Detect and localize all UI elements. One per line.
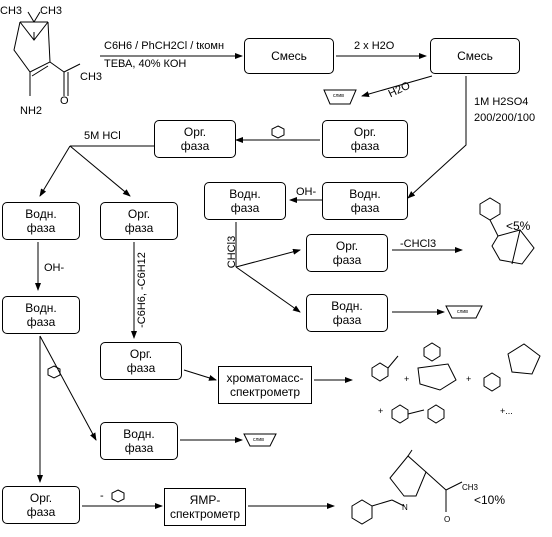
start-methyl-2: CH3 xyxy=(40,5,62,17)
org-phase-box-4: Орг.фаза xyxy=(100,202,178,240)
reagent-hydroxide-top: OH- xyxy=(296,186,317,198)
reagent-acid-5m: 5M HCl xyxy=(84,130,121,142)
aq-phase-box-6: Водн.фаза xyxy=(100,422,178,460)
arrow-split5m-to-aq4 xyxy=(39,145,71,197)
minor-product-yield: <5% xyxy=(506,219,531,233)
benzene-hexagon-icon xyxy=(111,489,125,503)
starting-material-structure xyxy=(13,11,81,96)
aq-phase-box-5: Водн.фаза xyxy=(2,296,80,334)
final-product-structure xyxy=(351,449,463,525)
reagent-step1-line1: C6H6 / PhCH2Cl / tкомн xyxy=(104,40,225,52)
arrow-aq5-to-aq6 xyxy=(39,335,97,441)
waste-label: слив xyxy=(457,309,468,315)
waste-dish-icon xyxy=(243,433,277,447)
org-phase-box-1: Орг.фаза xyxy=(322,120,408,158)
waste-label: слив xyxy=(333,93,344,99)
mixture-box-1: Смесь xyxy=(244,38,334,74)
arrow-split5m-to-org4 xyxy=(69,145,131,197)
chromatomass-products-structures xyxy=(371,342,541,424)
reagent-minus-chloroform: -CHCl3 xyxy=(400,238,437,250)
reagent-step1-line2: ТЕВА, 40% КОН xyxy=(104,58,187,70)
arrow-org5-to-chromato xyxy=(183,369,217,381)
aq-phase-box-2: Водн.фаза xyxy=(204,182,286,220)
org-phase-box-2: Орг.фаза xyxy=(154,120,236,158)
reagent-acid-volumes: 200/200/100 xyxy=(474,112,536,124)
minor-product-structure xyxy=(479,197,535,265)
final-product-yield: <10% xyxy=(474,493,505,507)
org-phase-box-6: Орг.фаза xyxy=(2,486,80,524)
reagent-minus-benzene: - xyxy=(100,490,104,502)
start-oxo: O xyxy=(60,95,69,107)
chromatomass-spectrometer-box: хроматомасс-спектрометр xyxy=(218,366,312,404)
final-nh-label: N xyxy=(402,503,408,512)
final-oxo-label: O xyxy=(444,515,450,524)
start-methyl-3: CH3 xyxy=(80,71,102,83)
arrow-split-to-aq3 xyxy=(235,266,301,313)
reagent-hydroxide-left: OH- xyxy=(44,262,65,274)
plus-sign: + xyxy=(378,406,383,416)
arrow-split-to-org3 xyxy=(235,248,301,268)
box-label: Смесь xyxy=(271,49,307,63)
arrow-mixture2-to-aq1 xyxy=(407,76,467,199)
benzene-hexagon-icon xyxy=(271,125,285,139)
reagent-chloroform: CHCl3 xyxy=(226,235,239,269)
waste-label: слив xyxy=(253,437,264,443)
waste-dish-icon xyxy=(445,305,483,319)
final-methyl-label: CH3 xyxy=(462,483,479,492)
benzene-hexagon-icon xyxy=(47,365,61,379)
more-products: +... xyxy=(500,406,513,416)
reagent-minus-solvents: -C6H6, -C6H12 xyxy=(135,252,148,328)
waste-dish-icon xyxy=(323,89,357,105)
reagent-acid-1m: 1M H2SO4 xyxy=(474,96,529,108)
start-amino: NH2 xyxy=(20,105,42,117)
plus-sign: + xyxy=(404,374,409,384)
mixture-box-2: Смесь xyxy=(430,38,520,74)
org-phase-box-5: Орг.фаза xyxy=(100,342,182,380)
aq-phase-box-3: Водн.фаза xyxy=(306,294,388,332)
start-methyl-1: CH3 xyxy=(0,5,22,17)
aq-phase-box-4: Водн.фаза xyxy=(2,202,80,240)
plus-sign: + xyxy=(466,374,471,384)
reagent-water-2x: 2 x H2O xyxy=(354,40,395,52)
box-label: Смесь xyxy=(457,49,493,63)
arrow-mixture2-to-waste1 xyxy=(361,75,433,97)
aq-phase-box-1: Водн.фаза xyxy=(322,182,408,220)
nmr-spectrometer-box: ЯМР-спектрометр xyxy=(164,488,246,526)
org-phase-box-3: Орг.фаза xyxy=(306,234,388,272)
